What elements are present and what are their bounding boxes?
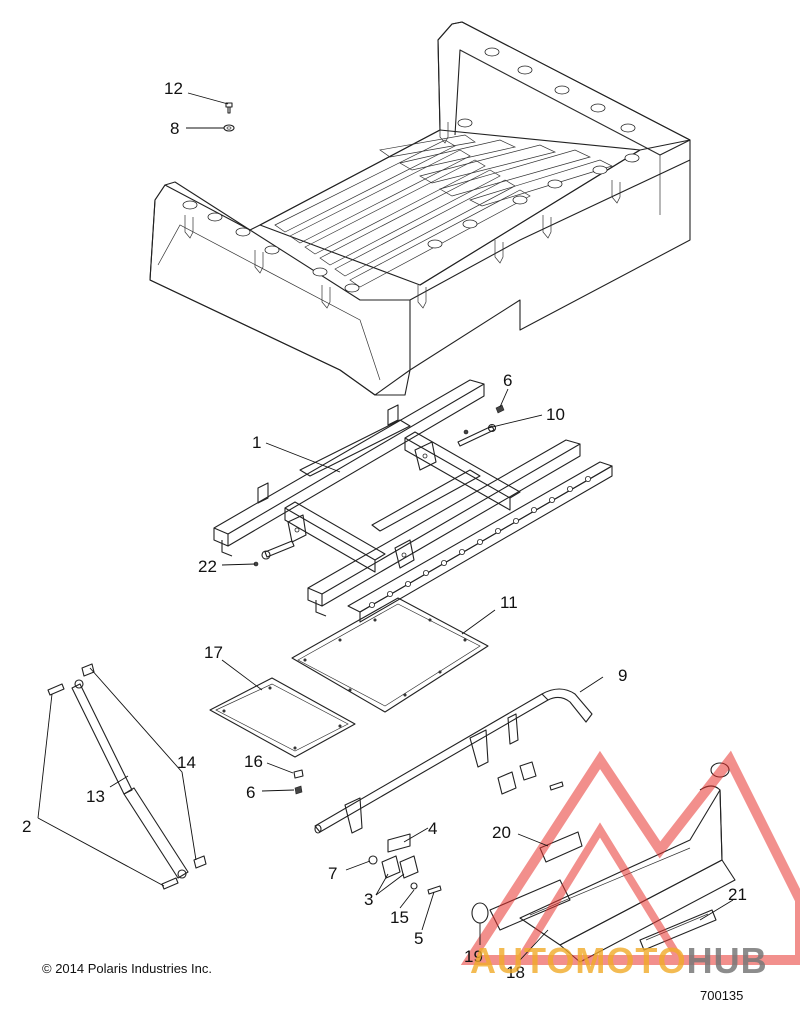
latch-block-3a	[381, 855, 401, 879]
pin-2-bottom	[161, 877, 179, 890]
callout-14: 14	[177, 753, 196, 772]
callout-11: 11	[500, 593, 518, 612]
watermark-text-part1: AUTOMOTO	[470, 940, 687, 981]
callout-15: 15	[390, 908, 409, 927]
callout-8: 8	[170, 119, 179, 138]
callout-7: 7	[328, 864, 337, 883]
box-frame	[213, 379, 613, 623]
callout-21: 21	[728, 885, 747, 904]
watermark-logo	[460, 750, 800, 965]
pin-2-top	[47, 683, 65, 696]
callout-22: 22	[198, 557, 217, 576]
bolt-12	[225, 102, 233, 114]
callout-2: 2	[22, 817, 31, 836]
callout-13: 13	[86, 787, 105, 806]
callout-9: 9	[618, 666, 627, 685]
callout-labels: 12 8 1 6 10 22 11 17 9 16 6 14 13 2 4 20…	[22, 79, 747, 982]
pin-22	[253, 540, 295, 567]
callout-18: 18	[506, 963, 525, 982]
handle-20	[539, 831, 583, 863]
callout-1: 1	[252, 433, 261, 452]
callout-10: 10	[546, 405, 565, 424]
callout-4: 4	[428, 819, 437, 838]
callout-19: 19	[464, 947, 483, 966]
callout-3: 3	[364, 890, 373, 909]
cargo-box	[149, 21, 691, 396]
gas-strut-13	[71, 679, 189, 879]
latch-4	[387, 833, 411, 853]
clip-16	[293, 769, 304, 779]
bolt-5	[427, 885, 442, 895]
shaft-9	[314, 688, 593, 834]
washer-15	[410, 882, 418, 890]
panel-17	[209, 677, 356, 758]
callout-6-top: 6	[503, 371, 512, 390]
panel-11	[291, 597, 489, 713]
nut-7	[368, 855, 378, 865]
callout-17: 17	[204, 643, 223, 662]
latch-set-right	[497, 761, 564, 795]
watermark-text-part2: HUB	[686, 940, 768, 981]
diagram-number: 700135	[700, 988, 744, 1003]
washer-8	[223, 124, 235, 132]
reflector-21	[639, 909, 717, 951]
callout-20: 20	[492, 823, 511, 842]
copyright-notice: © 2014 Polaris Industries Inc.	[42, 961, 212, 976]
watermark-text: AUTOMOTOHUB	[470, 940, 768, 982]
callout-16: 16	[244, 752, 263, 771]
cap-19	[471, 902, 489, 924]
latch-block-3b	[399, 855, 419, 879]
clip-6-bottom	[294, 785, 303, 795]
callout-5: 5	[414, 929, 423, 948]
callout-12: 12	[164, 79, 183, 98]
callout-6-bottom: 6	[246, 783, 255, 802]
leader-lines	[37, 92, 734, 961]
